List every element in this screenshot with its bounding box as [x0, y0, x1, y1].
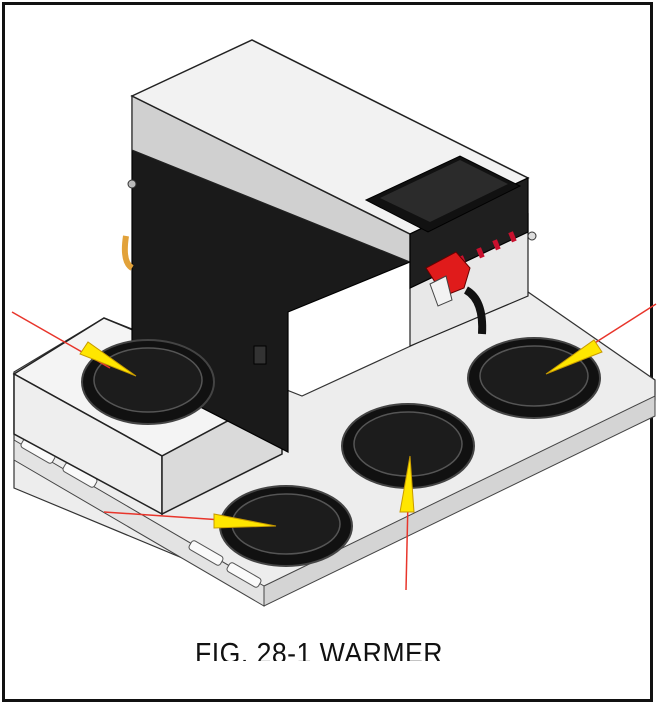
warmer-callout-left: [11, 311, 137, 377]
warmer-callout-right: [545, 303, 657, 375]
warmer-callout-center: [399, 455, 415, 591]
warmer-plate-right: [467, 337, 601, 419]
warmer-callout-front: [103, 511, 277, 529]
warmer-plate-center: [341, 403, 475, 489]
figure-caption: FIG. 28-1 WARMER ELEMENTS: [121, 634, 517, 661]
coffee-brewer-illustration: [11, 39, 657, 607]
warmer-plate-front: [219, 485, 353, 567]
